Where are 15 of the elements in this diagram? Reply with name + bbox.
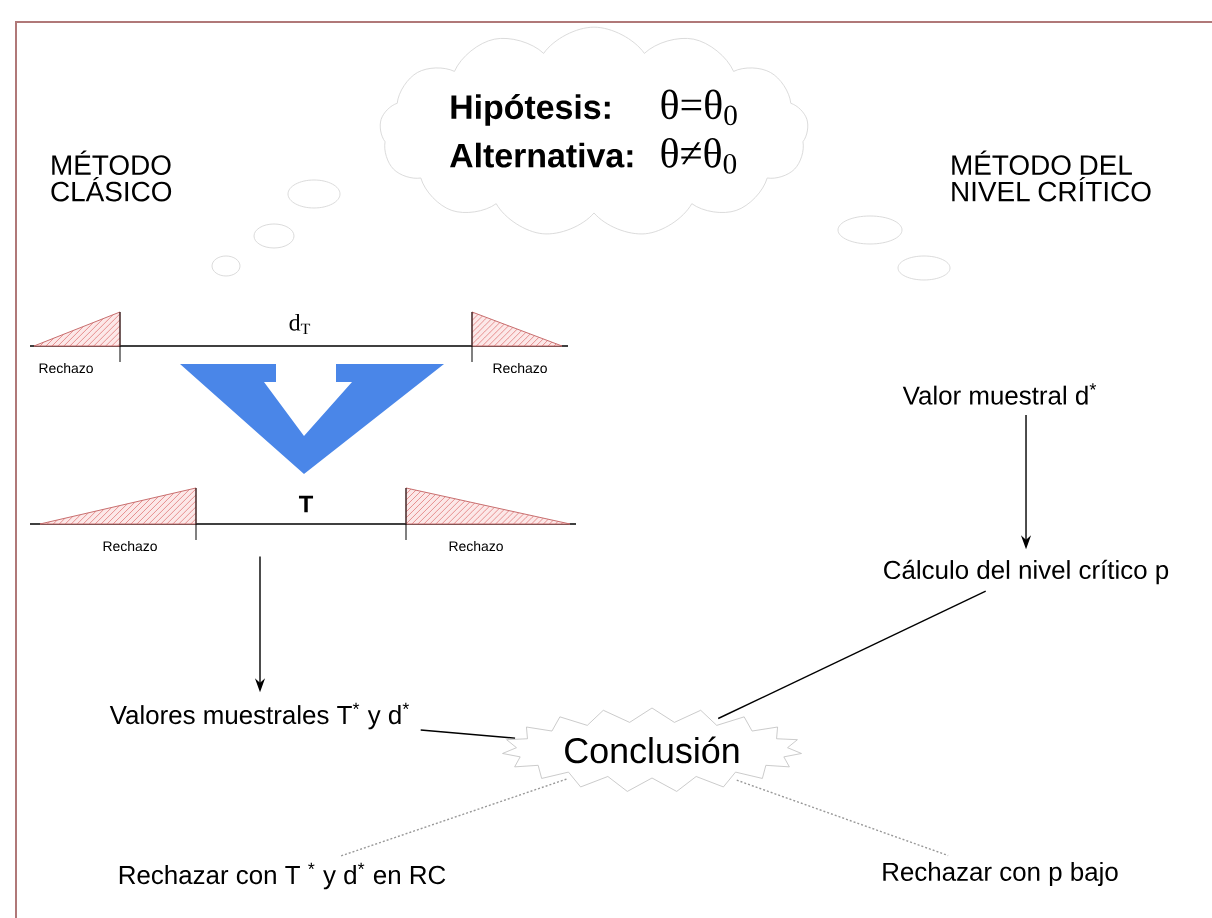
text-label: Rechazar con T $^{*}$ y d$^{*}$ en RC xyxy=(119,862,446,890)
text-label: Valor muestral d$^{*}$ xyxy=(902,383,1097,405)
connector-line xyxy=(736,779,949,857)
text-label: Cálculo del nivel crítico p xyxy=(884,559,1169,585)
connector-line xyxy=(717,590,987,720)
axis-label: d$_{T}$ xyxy=(289,313,311,335)
number-line-drawing xyxy=(119,311,571,541)
connector-line xyxy=(338,778,568,858)
connector-line xyxy=(420,729,516,739)
heading-label: MÉTODO CLÁSICO xyxy=(51,150,172,202)
text-label: Valores muestrales T$^{*}$ y d$^{*}$ xyxy=(109,702,410,730)
thought-cloud: Hipótesis: θ=θ$_{0}$ Alternativa: θ≠θ$_{0}$ xyxy=(379,26,809,235)
text-label: Rechazar con p bajo xyxy=(883,861,1118,887)
heading-label: MÉTODO DEL NIVEL CRÍTICO xyxy=(952,150,1151,202)
axis-label: T xyxy=(299,495,314,513)
